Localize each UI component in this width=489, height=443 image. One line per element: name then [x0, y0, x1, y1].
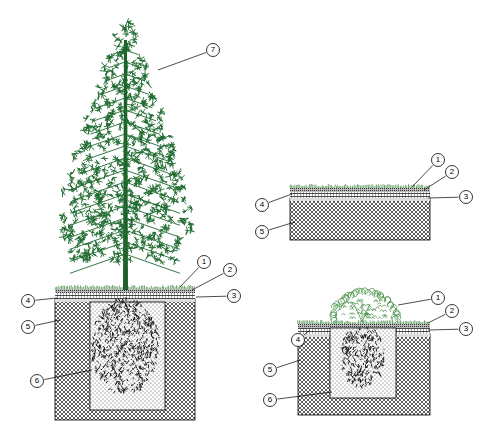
- callout-circle: [22, 321, 35, 334]
- leader-line: [269, 194, 292, 202]
- leader-line: [180, 267, 199, 287]
- callout-number: 2: [446, 166, 458, 178]
- leader-line: [398, 299, 431, 305]
- callout-number: 3: [228, 290, 240, 302]
- callout-number: 1: [432, 292, 444, 304]
- callout-circle: [460, 191, 473, 204]
- leader-line: [269, 222, 295, 230]
- callout-circle: [432, 292, 445, 305]
- tree-crown: [59, 18, 195, 273]
- leader-line: [158, 53, 206, 70]
- callout-number: 7: [207, 44, 219, 56]
- callout-circle: [432, 154, 445, 167]
- callout-circle: [446, 305, 459, 318]
- callout-number: 5: [264, 364, 276, 376]
- callout-circle: [198, 256, 211, 269]
- root-ball: [91, 297, 160, 394]
- leader-line: [428, 197, 459, 199]
- callout-circle: [207, 44, 220, 57]
- callout-circle: [292, 334, 305, 347]
- leader-line: [424, 176, 446, 190]
- leader-line: [412, 165, 433, 187]
- leader-line: [44, 370, 92, 380]
- callout-number: 5: [256, 226, 268, 238]
- callout-number: 4: [292, 334, 304, 346]
- callout-number: 4: [22, 295, 34, 307]
- callout-number: 2: [224, 264, 236, 276]
- callout-circle: [264, 364, 277, 377]
- shrub-crown: [330, 288, 401, 323]
- leader-line: [192, 273, 223, 290]
- callout-circle: [460, 323, 473, 336]
- callout-number: 1: [198, 256, 210, 268]
- callout-number: 6: [31, 375, 43, 387]
- root-ball: [341, 327, 385, 389]
- leader-line: [277, 392, 332, 399]
- leader-line: [428, 329, 459, 331]
- callout-circle: [22, 295, 35, 308]
- callout-circle: [256, 226, 269, 239]
- callout-circle: [228, 290, 241, 303]
- callout-number: 6: [264, 394, 276, 406]
- leader-line: [277, 360, 300, 368]
- leader-line: [304, 330, 310, 335]
- callout-circle: [224, 264, 237, 277]
- callout-circle: [446, 166, 459, 179]
- soil-section: [290, 184, 430, 240]
- callout-circle: [31, 375, 44, 388]
- soil-section: [298, 320, 430, 415]
- leader-line: [196, 296, 227, 298]
- callout-number: 3: [460, 191, 472, 203]
- callout-number: 2: [446, 305, 458, 317]
- callout-number: 5: [22, 321, 34, 333]
- callout-circle: [264, 394, 277, 407]
- soil-section: [55, 285, 195, 420]
- leader-line: [35, 320, 60, 325]
- callout-number: 1: [432, 154, 444, 166]
- callout-circle: [256, 199, 269, 212]
- leader-line: [35, 298, 57, 300]
- callout-number: 4: [256, 199, 268, 211]
- leader-line: [428, 314, 445, 323]
- callout-number: 3: [460, 323, 472, 335]
